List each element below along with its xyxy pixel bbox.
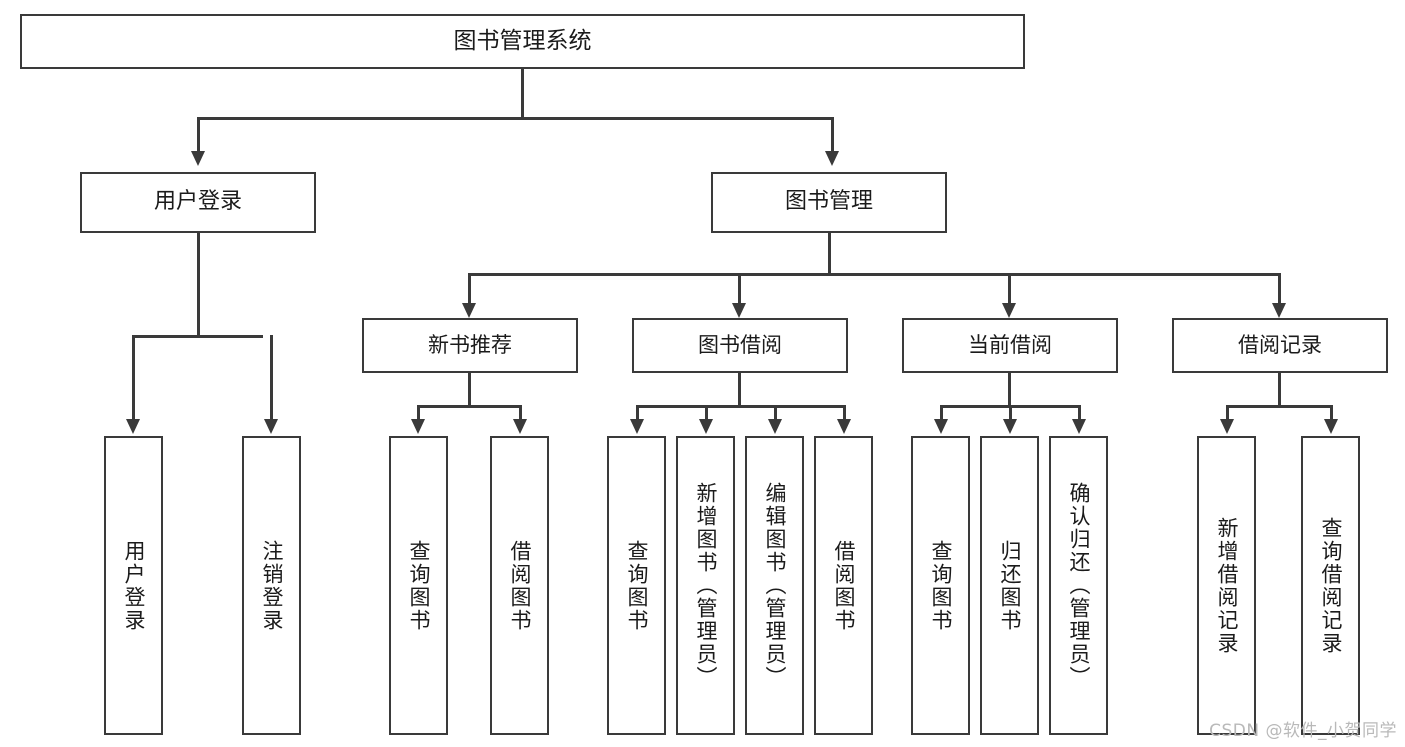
arrow-to-leaf-borrow-book-1	[513, 419, 527, 434]
arrow-to-user-login	[191, 151, 205, 166]
connector-current-borrow-c1	[940, 405, 943, 421]
node-label: 新增借阅记录	[1214, 516, 1239, 655]
node-label: 新书推荐	[428, 333, 512, 358]
leaf-borrow-book-borrow[interactable]: 借阅图书	[814, 436, 873, 735]
leaf-borrow-book-newbook[interactable]: 借阅图书	[490, 436, 549, 735]
connector-new-book-c2	[519, 405, 522, 421]
node-label: 查询图书	[406, 539, 431, 632]
connector-root-to-book-mgmt	[831, 117, 834, 153]
leaf-edit-book-admin[interactable]: 编辑图书（管理员）	[745, 436, 804, 735]
connector-book-borrow-bus	[636, 405, 844, 408]
arrow-to-leaf-user-login	[126, 419, 140, 434]
leaf-query-borrow-record[interactable]: 查询借阅记录	[1301, 436, 1360, 735]
node-label: 新增图书（管理员）	[693, 482, 718, 689]
connector-book-borrow-c4	[843, 405, 846, 421]
arrow-to-leaf-confirm-return	[1072, 419, 1086, 434]
node-label: 用户登录	[153, 189, 242, 215]
connector-book-borrow-stem	[738, 373, 741, 405]
connector-borrow-record-c1	[1226, 405, 1229, 421]
node-label: 注销登录	[259, 539, 284, 632]
connector-new-book-c1	[417, 405, 420, 421]
node-label: 归还图书	[997, 539, 1022, 632]
leaf-return-book[interactable]: 归还图书	[980, 436, 1039, 735]
arrow-to-leaf-query-book-1	[411, 419, 425, 434]
connector-user-login-stem	[197, 233, 200, 335]
node-label: 图书借阅	[698, 333, 782, 358]
node-root-system[interactable]: 图书管理系统	[20, 14, 1025, 69]
node-label: 借阅记录	[1238, 333, 1322, 358]
connector-book-borrow-c3	[774, 405, 777, 421]
node-label: 图书管理系统	[453, 27, 592, 54]
connector-book-mgmt-c1	[468, 273, 471, 305]
arrow-to-leaf-return-book	[1003, 419, 1017, 434]
node-current-borrow[interactable]: 当前借阅	[902, 318, 1118, 373]
node-label: 确认归还（管理员）	[1066, 482, 1091, 689]
connector-book-mgmt-bus	[468, 273, 1280, 276]
leaf-query-book-newbook[interactable]: 查询图书	[389, 436, 448, 735]
connector-current-borrow-c3	[1078, 405, 1081, 421]
leaf-confirm-return-admin[interactable]: 确认归还（管理员）	[1049, 436, 1108, 735]
node-label: 借阅图书	[507, 539, 532, 632]
watermark-text: CSDN @软件_小贺同学	[1209, 721, 1397, 741]
connector-root-stem	[521, 69, 524, 117]
node-book-borrow[interactable]: 图书借阅	[632, 318, 848, 373]
leaf-query-book-current[interactable]: 查询图书	[911, 436, 970, 735]
connector-book-mgmt-c2	[738, 273, 741, 305]
node-label: 查询借阅记录	[1318, 516, 1343, 655]
node-label: 当前借阅	[968, 333, 1052, 358]
connector-new-book-stem	[468, 373, 471, 405]
arrow-to-leaf-query-book-2	[630, 419, 644, 434]
connector-root-to-user-login	[197, 117, 200, 153]
arrow-to-leaf-borrow-book-2	[837, 419, 851, 434]
connector-book-borrow-c1	[636, 405, 639, 421]
arrow-to-borrow-record	[1272, 303, 1286, 318]
connector-borrow-record-stem	[1278, 373, 1281, 405]
leaf-user-login[interactable]: 用户登录	[104, 436, 163, 735]
connector-current-borrow-c2	[1009, 405, 1012, 421]
leaf-add-borrow-record[interactable]: 新增借阅记录	[1197, 436, 1256, 735]
connector-root-bus	[197, 117, 834, 120]
arrow-to-leaf-edit-book	[768, 419, 782, 434]
node-label: 图书管理	[784, 189, 873, 215]
arrow-to-leaf-query-record	[1324, 419, 1338, 434]
connector-user-login-child2	[270, 335, 273, 421]
node-label: 用户登录	[121, 539, 146, 632]
arrow-to-leaf-query-book-3	[934, 419, 948, 434]
arrow-to-leaf-add-record	[1220, 419, 1234, 434]
node-new-book-recommend[interactable]: 新书推荐	[362, 318, 578, 373]
arrow-to-leaf-logout	[264, 419, 278, 434]
connector-book-mgmt-c3	[1008, 273, 1011, 305]
leaf-query-book-borrow[interactable]: 查询图书	[607, 436, 666, 735]
arrow-to-leaf-add-book	[699, 419, 713, 434]
node-label: 查询图书	[624, 539, 649, 632]
connector-new-book-bus	[417, 405, 521, 408]
leaf-logout[interactable]: 注销登录	[242, 436, 301, 735]
node-borrow-record[interactable]: 借阅记录	[1172, 318, 1388, 373]
connector-borrow-record-c2	[1330, 405, 1333, 421]
node-label: 查询图书	[928, 539, 953, 632]
connector-user-login-child1	[132, 335, 135, 421]
node-user-login[interactable]: 用户登录	[80, 172, 316, 233]
arrow-to-new-book	[462, 303, 476, 318]
node-book-management[interactable]: 图书管理	[711, 172, 947, 233]
connector-book-borrow-c2	[705, 405, 708, 421]
node-label: 借阅图书	[831, 539, 856, 632]
connector-book-mgmt-c4	[1278, 273, 1281, 305]
arrow-to-book-borrow	[732, 303, 746, 318]
leaf-add-book-admin[interactable]: 新增图书（管理员）	[676, 436, 735, 735]
connector-user-login-bus	[132, 335, 263, 338]
arrow-to-current-borrow	[1002, 303, 1016, 318]
connector-book-mgmt-stem	[828, 233, 831, 273]
connector-current-borrow-stem	[1008, 373, 1011, 405]
node-label: 编辑图书（管理员）	[762, 482, 787, 689]
connector-borrow-record-bus	[1226, 405, 1332, 408]
arrow-to-book-mgmt	[825, 151, 839, 166]
